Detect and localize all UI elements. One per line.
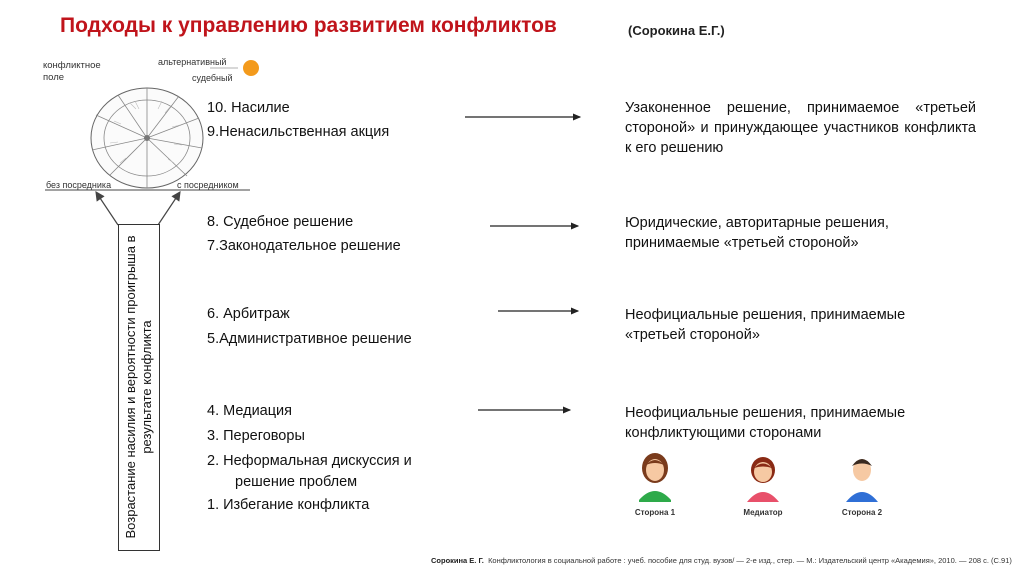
conflict-field-diagram: конфликтное поле альтернативный судебный… [40, 55, 270, 205]
result-arrows [465, 113, 582, 414]
field-label-2: поле [43, 72, 65, 83]
list-item: 8. Судебное решение [207, 214, 354, 230]
result-text: Неофициальные решения, принимаемые «трет… [625, 307, 906, 343]
with-mediator-label: с посредником [177, 180, 239, 190]
result-text: Неофициальные решения, принимаемые конфл… [625, 405, 906, 441]
list-item: 7.Законодательное решение [207, 238, 401, 254]
person-icon [846, 459, 878, 502]
arrow-up-left-icon [95, 191, 119, 226]
arrow-up-right-icon [157, 191, 181, 226]
list-item: 3. Переговоры [207, 428, 305, 444]
list-item: решение проблем [235, 474, 358, 490]
up-arrows [95, 191, 181, 226]
list-item: 10. Насилие [207, 100, 290, 116]
page-subtitle: (Сорокина Е.Г.) [628, 23, 725, 38]
list-item: 5.Административное решение [207, 331, 412, 347]
list-item: 6. Арбитраж [207, 306, 290, 322]
list-item: 4. Медиация [207, 403, 292, 419]
result-text: Юридические, авторитарные решения, прини… [625, 215, 889, 251]
list-item: 1. Избегание конфликта [207, 497, 370, 513]
citation-text: Конфликтология в социальной работе : уче… [488, 556, 1012, 565]
person-icon [639, 453, 671, 502]
field-label: конфликтное [43, 60, 101, 71]
alternative-label: альтернативный [158, 57, 227, 67]
escalation-label: Возрастание насилия и вероятности проигр… [123, 235, 154, 539]
person-label: Сторона 1 [634, 508, 676, 517]
citation: Сорокина Е. Г. Конфликтология в социальн… [431, 556, 1012, 565]
list-item: 2. Неформальная дискуссия и [207, 453, 412, 469]
list-item: 9.Ненасильственная акция [207, 124, 390, 140]
conflict-wheel-icon [45, 60, 259, 191]
result-text: Узаконенное решение, принимаемое «третье… [625, 100, 976, 156]
escalation-box: Возрастание насилия и вероятности проигр… [118, 224, 160, 551]
page-title: Подходы к управлению развитием конфликто… [60, 14, 557, 37]
person-label: Сторона 2 [841, 508, 883, 517]
people-illustration: Сторона 1 Медиатор Сторона 2 [615, 448, 915, 523]
person-icon [747, 457, 779, 502]
citation-author: Сорокина Е. Г. [431, 556, 484, 565]
judicial-label: судебный [192, 73, 233, 83]
person-label: Медиатор [743, 508, 783, 517]
without-mediator-label: без посредника [46, 180, 112, 190]
